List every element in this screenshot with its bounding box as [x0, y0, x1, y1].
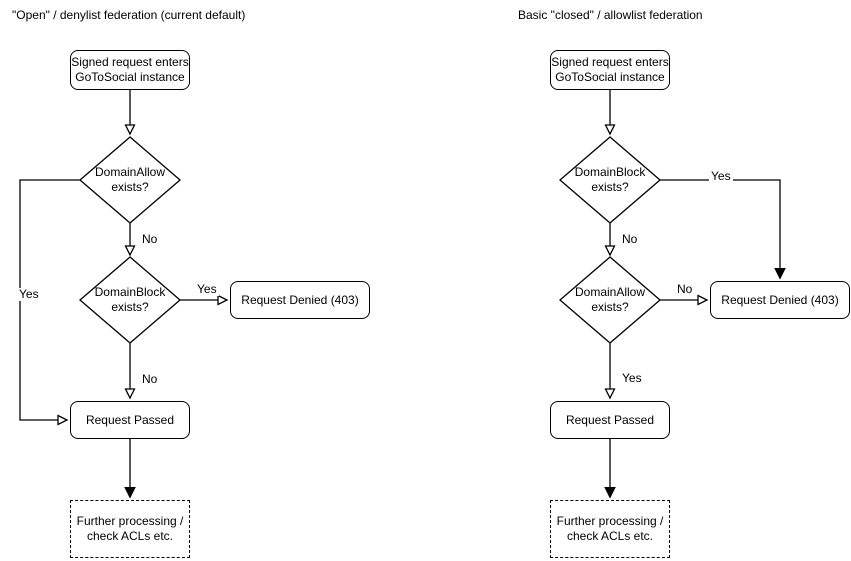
right-start-node: Signed request enters GoToSocial instanc…	[550, 50, 670, 90]
decision-diamond-domainallow-right	[559, 256, 661, 344]
right-further-processing-node: Further processing / check ACLs etc.	[550, 500, 670, 558]
left-start-node: Signed request enters GoToSocial instanc…	[70, 50, 190, 90]
decision-diamond-domainblock-right	[559, 136, 661, 224]
left-edge-label-yes-2: Yes	[195, 282, 219, 296]
right-edge-label-no-2: No	[675, 282, 695, 296]
right-edge-label-no-1: No	[620, 232, 640, 246]
decision-diamond-domainblock-left	[79, 256, 181, 344]
right-edge-label-yes-2: Yes	[620, 371, 644, 385]
left-request-passed-node: Request Passed	[70, 401, 190, 439]
edge-domainblock-yes	[660, 179, 786, 280]
right-chart-title: Basic "closed" / allowlist federation	[518, 8, 703, 22]
decision-diamond-domainallow-left	[79, 136, 181, 224]
right-request-passed-node: Request Passed	[550, 401, 670, 439]
left-edge-label-yes-1: Yes	[17, 287, 41, 301]
left-edge-label-no-2: No	[140, 372, 160, 386]
right-request-denied-node: Request Denied (403)	[710, 281, 850, 319]
left-edge-label-no-1: No	[140, 232, 160, 246]
left-further-processing-node: Further processing / check ACLs etc.	[70, 500, 190, 558]
left-chart-title: "Open" / denylist federation (current de…	[12, 8, 246, 22]
left-request-denied-node: Request Denied (403)	[230, 281, 370, 319]
right-edge-label-yes-1: Yes	[709, 169, 733, 183]
